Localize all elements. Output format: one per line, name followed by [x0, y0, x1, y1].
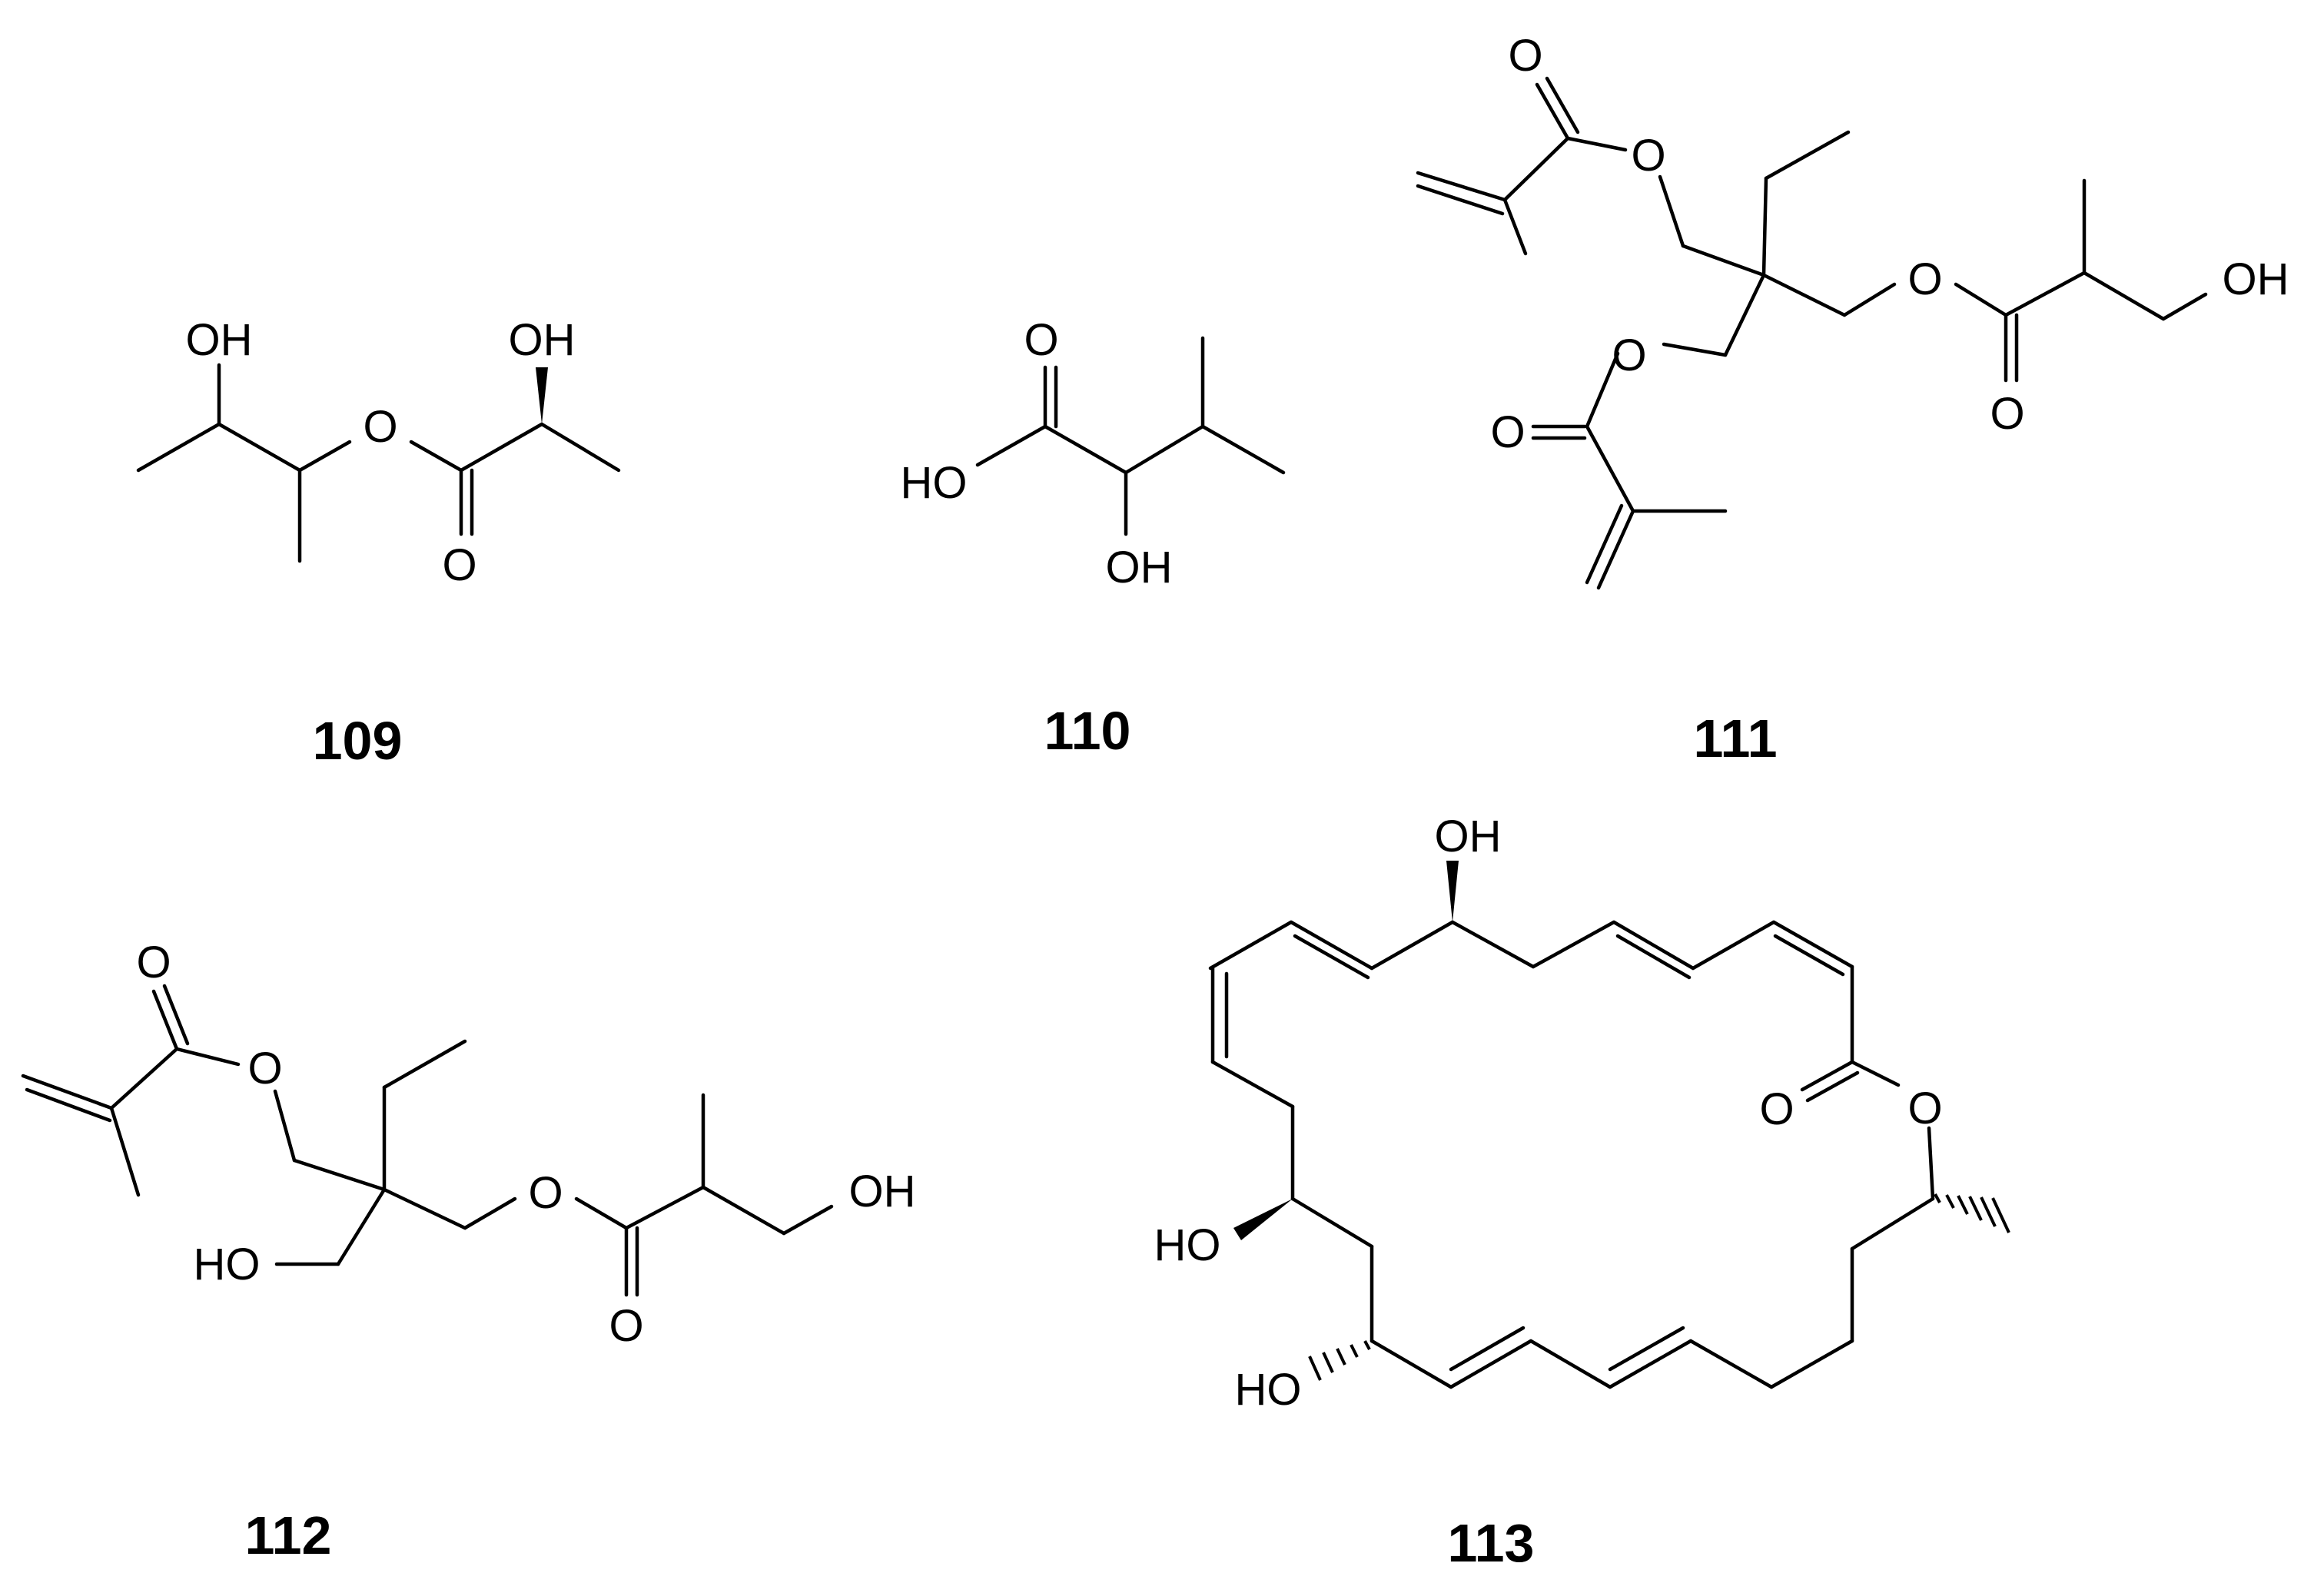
ester-oxygen-label: O — [1631, 131, 1665, 181]
compound-110: O HO OH 110 — [901, 315, 1286, 761]
ring-oxygen-label: O — [1907, 1084, 1942, 1133]
carbonyl-oxygen-label: O — [1024, 315, 1058, 365]
compound-number: 109 — [313, 711, 403, 771]
carbonyl-oxygen-label: O — [1759, 1084, 1794, 1134]
compound-113: OH O O HO HO 113 — [1154, 811, 2010, 1573]
ester-oxygen-label: O — [1907, 254, 1942, 304]
compound-109: OH OH O O 109 — [136, 315, 621, 771]
carbonyl-oxygen-label: O — [1490, 407, 1525, 457]
hydroxyl-label: HO — [901, 458, 968, 508]
hydroxyl-label: OH — [509, 315, 576, 365]
compound-number: 110 — [1044, 701, 1131, 761]
compound-112: O O HO O O OH 112 — [21, 938, 916, 1565]
carbonyl-oxygen-label: O — [1990, 389, 2024, 439]
compound-number: 113 — [1448, 1513, 1535, 1573]
hydroxyl-label: OH — [849, 1167, 916, 1216]
compound-111: O O O O O O OH 111 — [1416, 31, 2289, 768]
ester-oxygen-label: O — [247, 1044, 282, 1094]
ester-oxygen-label: O — [363, 402, 397, 452]
carbonyl-oxygen-label: O — [136, 938, 171, 987]
hydroxyl-label: OH — [2223, 254, 2289, 304]
hydroxyl-label: OH — [186, 315, 253, 365]
hydroxyl-label: OH — [1435, 811, 1502, 861]
carbonyl-oxygen-label: O — [442, 540, 476, 590]
ester-oxygen-label: O — [1612, 330, 1646, 380]
compound-number: 111 — [1693, 709, 1777, 768]
hydroxyl-label: HO — [194, 1240, 261, 1289]
compound-number: 112 — [245, 1505, 332, 1565]
hydroxyl-label: HO — [1235, 1365, 1302, 1415]
carbonyl-oxygen-label: O — [609, 1301, 643, 1351]
ester-oxygen-label: O — [528, 1168, 563, 1218]
hydroxyl-label: OH — [1106, 543, 1173, 592]
hydroxyl-label: HO — [1154, 1220, 1221, 1270]
carbonyl-oxygen-label: O — [1508, 31, 1542, 81]
